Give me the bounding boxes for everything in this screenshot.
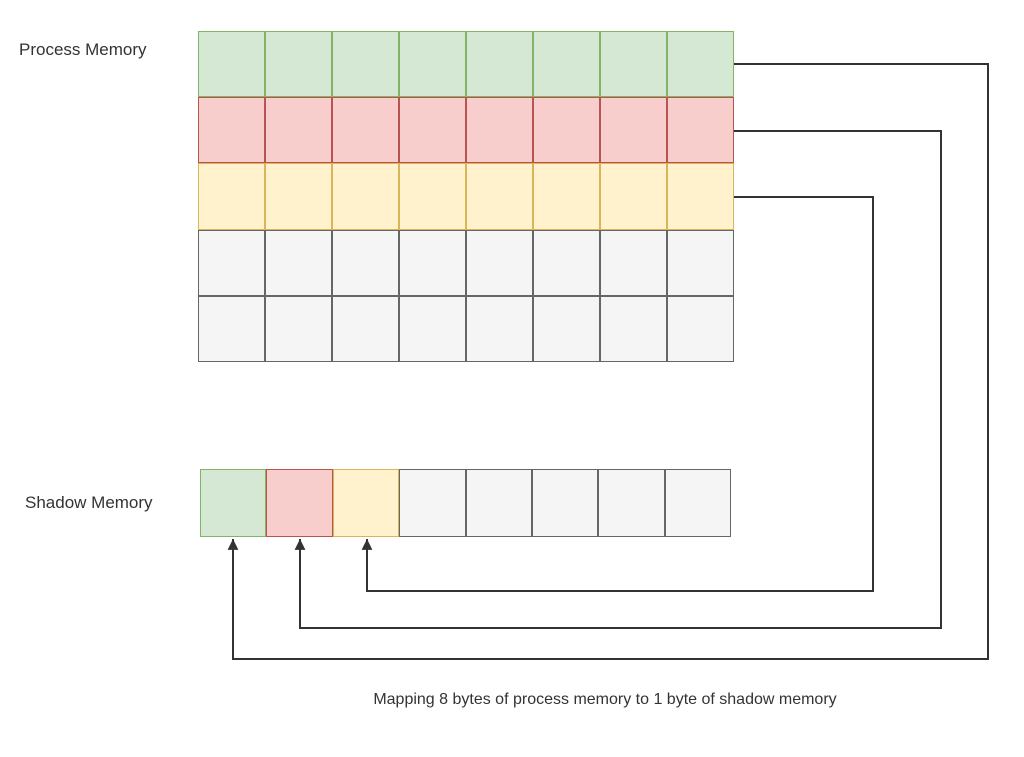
shadow-memory-row — [200, 469, 732, 537]
process-cell-2-1 — [265, 163, 332, 230]
process-cell-1-6 — [600, 97, 667, 164]
shadow-cell-3 — [399, 469, 466, 537]
process-cell-1-5 — [533, 97, 600, 164]
process-cell-3-4 — [466, 229, 533, 296]
process-cell-3-6 — [600, 229, 667, 296]
process-cell-2-2 — [332, 163, 399, 230]
caption: Mapping 8 bytes of process memory to 1 b… — [373, 691, 837, 708]
process-cell-1-1 — [265, 97, 332, 164]
process-cell-1-3 — [399, 97, 466, 164]
process-memory-label: Process Memory — [19, 40, 147, 59]
process-cell-0-7 — [667, 31, 734, 98]
process-cell-4-1 — [265, 295, 332, 362]
process-memory-grid — [198, 31, 734, 362]
process-cell-2-3 — [399, 163, 466, 230]
process-cell-2-7 — [667, 163, 734, 230]
process-cell-4-4 — [466, 295, 533, 362]
process-cell-2-0 — [198, 163, 265, 230]
process-cell-0-3 — [399, 31, 466, 98]
process-cell-0-2 — [332, 31, 399, 98]
process-row-red-1 — [198, 97, 734, 164]
shadow-cell-4 — [465, 469, 532, 537]
process-cell-3-5 — [533, 229, 600, 296]
shadow-cell-1 — [266, 469, 333, 537]
process-cell-1-2 — [332, 97, 399, 164]
shadow-cell-6 — [598, 469, 665, 537]
process-cell-2-5 — [533, 163, 600, 230]
process-cell-1-4 — [466, 97, 533, 164]
shadow-cell-2 — [332, 469, 400, 537]
process-cell-4-2 — [332, 295, 399, 362]
process-cell-3-1 — [265, 229, 332, 296]
shadow-cell-7 — [664, 469, 732, 537]
shadow-cell-0 — [200, 469, 267, 537]
process-row-gray-4 — [198, 295, 734, 362]
process-cell-3-0 — [198, 229, 265, 296]
process-cell-4-6 — [600, 295, 667, 362]
process-cell-3-3 — [399, 229, 466, 296]
process-cell-3-7 — [667, 229, 734, 296]
process-cell-2-6 — [600, 163, 667, 230]
process-cell-3-2 — [332, 229, 399, 296]
process-cell-4-5 — [533, 295, 600, 362]
process-cell-0-6 — [600, 31, 667, 98]
process-cell-0-4 — [466, 31, 533, 98]
process-cell-4-3 — [399, 295, 466, 362]
shadow-memory-label: Shadow Memory — [25, 493, 153, 512]
process-row-yellow-2 — [198, 163, 734, 230]
process-cell-2-4 — [466, 163, 533, 230]
process-cell-1-0 — [198, 97, 265, 164]
process-cell-1-7 — [667, 97, 734, 164]
process-cell-4-0 — [198, 295, 265, 362]
process-cell-0-1 — [265, 31, 332, 98]
process-cell-0-5 — [533, 31, 600, 98]
process-row-gray-3 — [198, 229, 734, 296]
process-cell-4-7 — [667, 295, 734, 362]
process-row-green-0 — [198, 31, 734, 98]
process-cell-0-0 — [198, 31, 265, 98]
shadow-cell-5 — [531, 469, 599, 537]
